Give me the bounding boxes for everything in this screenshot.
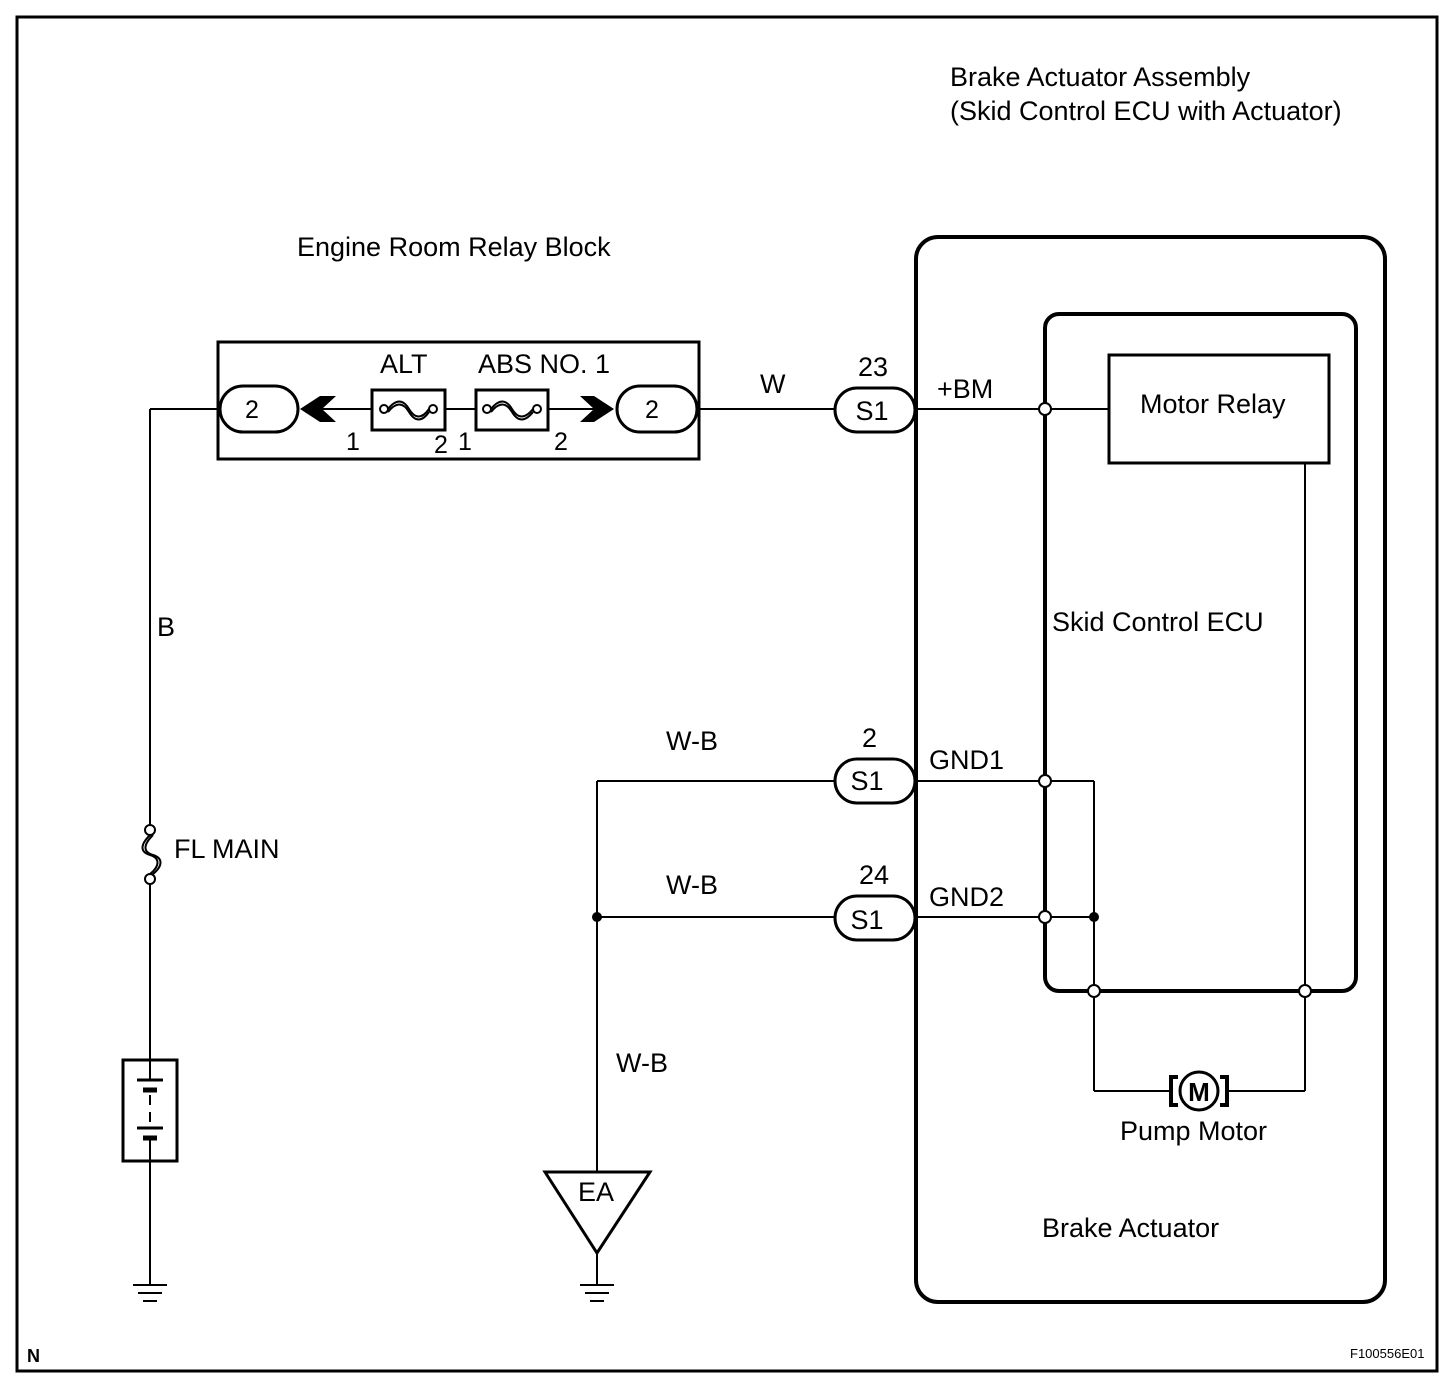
abs-fuse-label: ABS NO. 1 [478, 349, 610, 379]
gnd1-pin-number: 2 [862, 723, 877, 753]
gnd1-terminal-label: GND1 [929, 745, 1004, 775]
gnd1-wire-color: W-B [666, 726, 718, 756]
bm-terminal-label: +BM [937, 374, 993, 404]
ground-circuits: W-B 2 S1 GND1 W-B 24 S1 GND2 W-B EA [542, 723, 1094, 1302]
relay-block-box [216, 340, 701, 461]
gnd2-terminal-label: GND2 [929, 882, 1004, 912]
left-chevron-icon [300, 396, 336, 422]
bm-connector-name: S1 [855, 396, 888, 426]
motor-ground-node [1087, 984, 1101, 998]
gnd1-terminal-node [1038, 774, 1052, 788]
diagram-frame [15, 15, 1439, 1373]
ea-ground-icon [580, 1284, 614, 1302]
engine-room-relay-block: 2 2 ALT ABS NO. 1 1 2 1 2 [216, 340, 701, 461]
battery-wire-color: B [157, 612, 175, 642]
ea-ground-label: EA [578, 1177, 614, 1207]
ground-splice [592, 912, 602, 922]
bm-pin-number: 23 [858, 352, 888, 382]
relay-left-connector [218, 384, 300, 434]
assembly-title-line2: (Skid Control ECU with Actuator) [950, 96, 1342, 126]
assembly-title-line1: Brake Actuator Assembly [950, 62, 1251, 92]
battery-ground-icon [133, 1284, 167, 1302]
bm-circuit: W 23 S1 +BM [697, 352, 1109, 434]
pump-motor: M Pump Motor [1093, 997, 1306, 1146]
gnd2-terminal-node [1038, 910, 1052, 924]
corner-mark-left: N [27, 1346, 40, 1366]
motor-relay-box [1107, 353, 1331, 465]
figure-code: F100556E01 [1350, 1346, 1424, 1361]
gnd2-connector-name: S1 [850, 905, 883, 935]
bm-wire-color: W [760, 369, 786, 399]
abs-pin-out: 2 [554, 428, 568, 456]
alt-pin-in: 1 [346, 428, 360, 456]
alt-fuse-icon [379, 400, 438, 421]
gnd2-pin-number: 24 [859, 860, 889, 890]
alt-fuse-label: ALT [380, 349, 428, 379]
abs-pin-in: 1 [458, 428, 472, 456]
bm-terminal-node [1038, 402, 1052, 416]
motor-icon: M [1169, 1070, 1229, 1112]
right-chevron-icon [580, 396, 614, 422]
relay-left-connector-pin: 2 [245, 396, 259, 424]
alt-pin-out: 2 [434, 431, 448, 459]
ea-ground-point-icon [542, 1170, 653, 1256]
skid-ecu-label: Skid Control ECU [1052, 607, 1264, 637]
abs-fuse-icon [482, 400, 542, 421]
motor-feed-node [1298, 984, 1312, 998]
fl-main-label: FL MAIN [174, 834, 280, 864]
battery-icon [121, 1058, 179, 1163]
ground-wire-color: W-B [616, 1048, 668, 1078]
relay-block-title: Engine Room Relay Block [297, 232, 611, 262]
relay-right-connector-pin: 2 [645, 396, 659, 424]
pump-motor-label: Pump Motor [1120, 1116, 1267, 1146]
motor-relay-label: Motor Relay [1140, 389, 1286, 419]
gnd2-splice [1089, 912, 1099, 922]
gnd2-wire-color: W-B [666, 870, 718, 900]
battery-circuit: B FL MAIN [121, 408, 280, 1302]
svg-text:M: M [1188, 1077, 1210, 1107]
gnd1-connector-name: S1 [850, 766, 883, 796]
brake-actuator-box [914, 235, 1387, 1304]
brake-actuator-label: Brake Actuator [1042, 1213, 1219, 1243]
skid-ecu-box [1043, 312, 1358, 993]
fl-main-fuse-icon [141, 824, 162, 885]
